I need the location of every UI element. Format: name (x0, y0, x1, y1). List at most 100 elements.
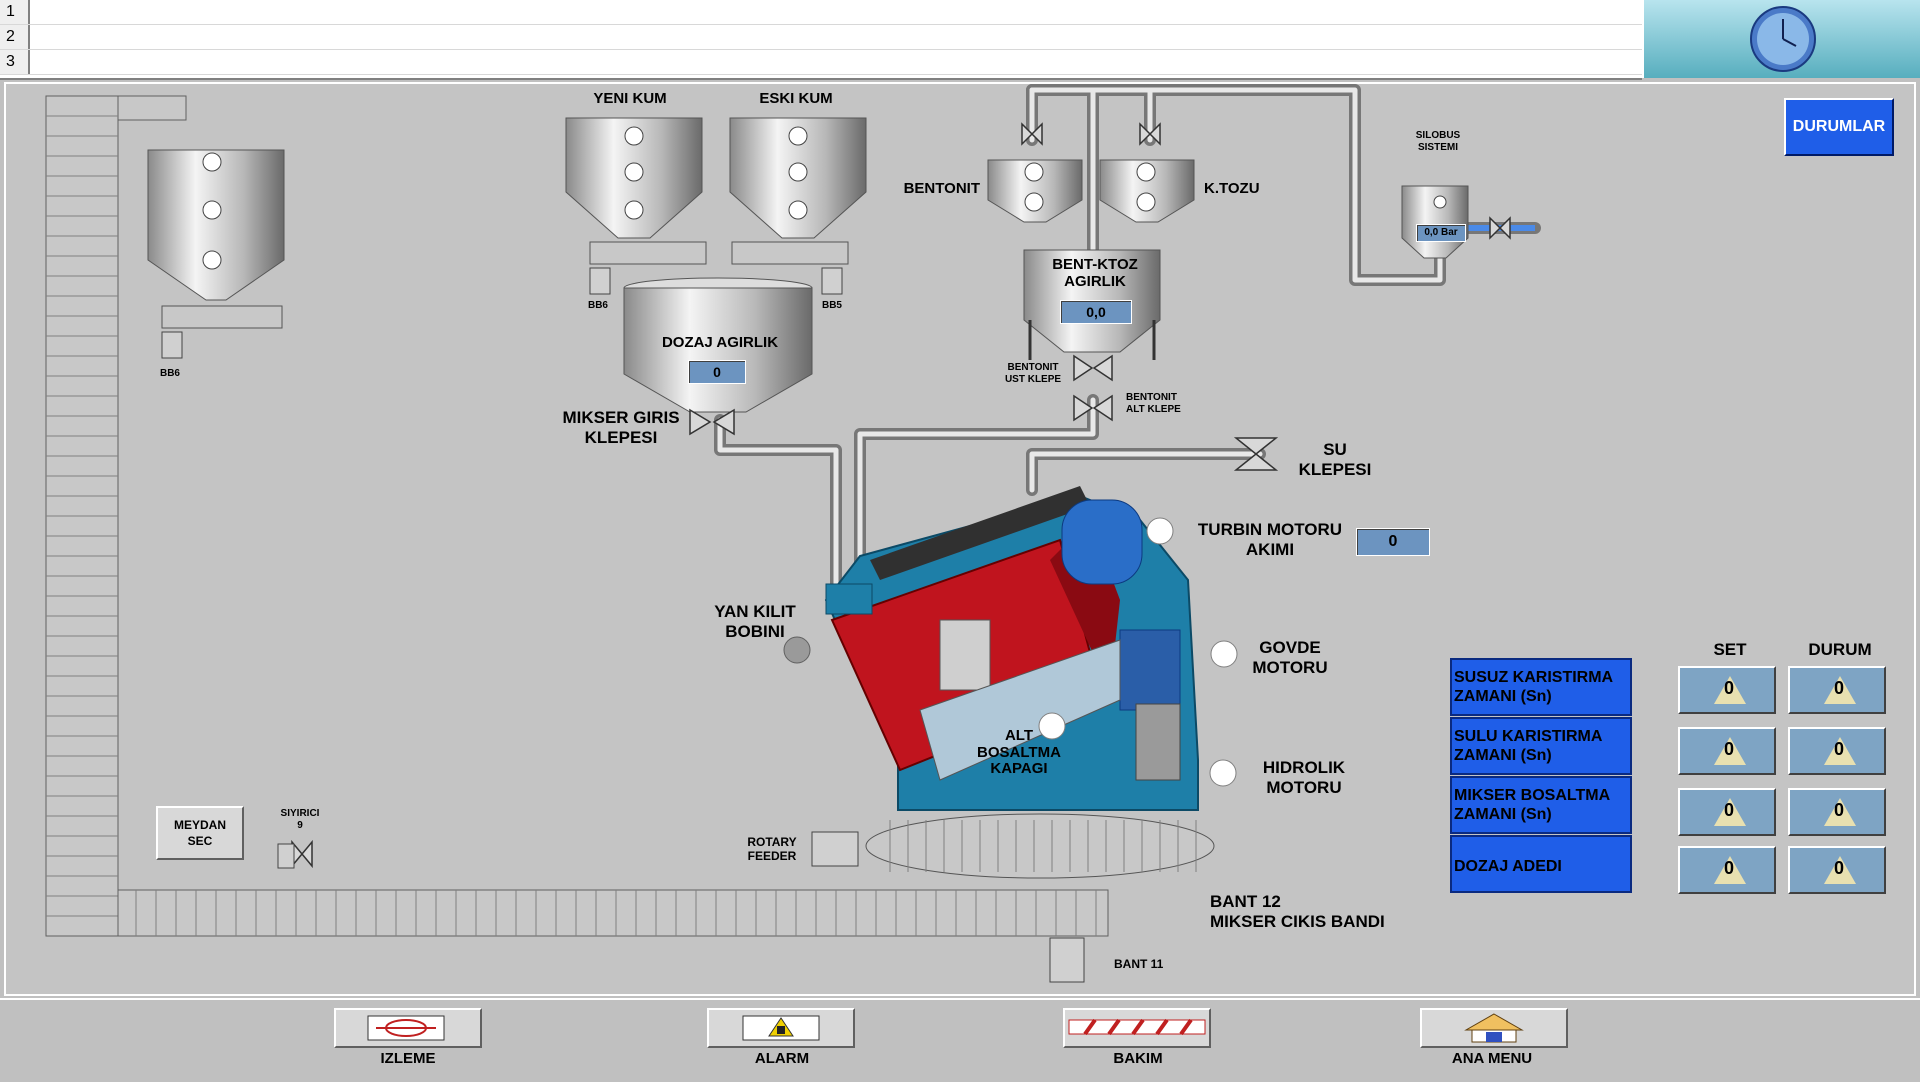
bentonit-ust-klepe-label: BENTONIT UST KLEPE (1004, 362, 1062, 385)
bentonit-feed-valve-icon[interactable] (1021, 122, 1043, 146)
bent-ktoz-agirlik-label: BENT-KTOZ AGIRLIK (1052, 256, 1138, 291)
dozaj-adedi-durum-display: 0 (1788, 846, 1886, 894)
siyirici-valve-icon[interactable] (291, 839, 313, 869)
silobus-label: SILOBUS SISTEMI (1415, 130, 1461, 153)
mikser-bosaltma-set-input[interactable]: 0 (1678, 788, 1776, 836)
warning-icon (1714, 798, 1746, 826)
navigation-bar: IZLEME ALARM BAKIM ANA MENU (0, 998, 1920, 1082)
siyirici-label: SIYIRICI 9 (280, 808, 320, 831)
alarm-button[interactable] (707, 1008, 855, 1048)
maintenance-icon (1068, 1018, 1206, 1036)
susuz-karistirma-label: SUSUZ KARISTIRMA ZAMANI (Sn) (1450, 658, 1632, 716)
bb6-left-label: BB6 (159, 368, 180, 379)
silobus-pressure-display: 0,0 Bar (1416, 224, 1466, 242)
bentonit-label: BENTONIT (903, 180, 980, 197)
home-icon (1464, 1013, 1524, 1043)
sulu-karistirma-durum-display: 0 (1788, 727, 1886, 775)
mikser-giris-klepesi-label: MIKSER GIRIS KLEPESI (562, 408, 680, 447)
clock-panel (1642, 0, 1920, 78)
hopper-bentonit (987, 159, 1083, 223)
warning-icon (1714, 676, 1746, 704)
izleme-button[interactable] (334, 1008, 482, 1048)
durum-column-header: DURUM (1808, 640, 1872, 659)
durumlar-button[interactable]: DURUMLAR (1784, 98, 1894, 156)
alarm-line-number: 2 (0, 25, 30, 49)
govde-motoru-label: GOVDE MOTORU (1252, 638, 1328, 677)
silo-yeni-kum (565, 117, 707, 265)
bant11-label: BANT 11 (1114, 957, 1164, 971)
ktozu-label: K.TOZU (1204, 180, 1260, 197)
susuz-karistirma-durum-display: 0 (1788, 666, 1886, 714)
ana-menu-button[interactable] (1420, 1008, 1568, 1048)
turbin-current-display: 0 (1356, 528, 1430, 556)
dozaj-weigh-hopper (623, 277, 813, 413)
alarm-line-3[interactable]: 3 (0, 50, 1642, 75)
bent-ktoz-weight-display: 0,0 (1060, 300, 1132, 324)
set-column-header: SET (1713, 640, 1747, 659)
hidrolik-motoru-label: HIDROLIK MOTORU (1262, 758, 1346, 797)
warning-icon (1824, 676, 1856, 704)
govde-motor-status-indicator (1210, 640, 1238, 668)
warning-icon (1714, 737, 1746, 765)
ktozu-feed-valve-icon[interactable] (1139, 122, 1161, 146)
motor-bb6-icon[interactable] (589, 267, 611, 295)
warning-icon (1824, 856, 1856, 884)
bb5-label: BB5 (821, 300, 842, 311)
alarm-label: ALARM (754, 1050, 810, 1067)
bentonit-alt-valve-icon[interactable] (1073, 394, 1113, 422)
siyirici-motor-icon[interactable] (277, 843, 295, 869)
meydan-sec-button[interactable]: MEYDAN SEC (156, 806, 244, 860)
bakim-label: BAKIM (1113, 1050, 1163, 1067)
silo-left (147, 149, 285, 329)
bentonit-ust-valve-icon[interactable] (1073, 354, 1113, 382)
ana-menu-label: ANA MENU (1451, 1050, 1533, 1067)
warning-icon (1824, 798, 1856, 826)
dozaj-agirlik-label: DOZAJ AGIRLIK (661, 334, 779, 351)
monitor-icon (367, 1015, 445, 1041)
izleme-label: IZLEME (380, 1050, 436, 1067)
dozaj-adedi-label: DOZAJ ADEDI (1450, 835, 1632, 893)
bant12-label: BANT 12 MIKSER CIKIS BANDI (1210, 892, 1385, 931)
alarm-icon (742, 1015, 820, 1041)
rotary-feeder (865, 813, 1215, 879)
sulu-karistirma-label: SULU KARISTIRMA ZAMANI (Sn) (1450, 717, 1632, 775)
alarm-line-number: 3 (0, 50, 30, 74)
horizontal-belt-bant11 (117, 889, 1109, 937)
mikser-bosaltma-label: MIKSER BOSALTMA ZAMANI (Sn) (1450, 776, 1632, 834)
motor-bb5-icon[interactable] (821, 267, 843, 295)
yeni-kum-label: YENI KUM (593, 90, 667, 107)
clock-icon (1750, 6, 1816, 72)
silobus-outlet-valve-icon[interactable] (1489, 216, 1511, 240)
dozaj-adedi-set-input[interactable]: 0 (1678, 846, 1776, 894)
susuz-karistirma-set-input[interactable]: 0 (1678, 666, 1776, 714)
alarm-line-2[interactable]: 2 (0, 25, 1642, 50)
mikser-giris-valve-icon[interactable] (689, 408, 735, 436)
alt-bosaltma-kapagi-label: ALT BOSALTMA KAPAGI (977, 727, 1061, 777)
alarm-line-1[interactable]: 1 (0, 0, 1642, 25)
alt-bosaltma-status-indicator (1038, 712, 1066, 740)
turbin-motor-status-indicator (1146, 517, 1174, 545)
silobus-tank (1401, 185, 1469, 259)
rotary-feeder-motor-icon[interactable] (811, 831, 859, 867)
su-klepesi-valve-icon[interactable] (1233, 437, 1279, 471)
warning-icon (1824, 737, 1856, 765)
bakim-button[interactable] (1063, 1008, 1211, 1048)
rotary-feeder-label: ROTARY FEEDER (747, 835, 797, 863)
warning-icon (1714, 856, 1746, 884)
hopper-ktozu (1099, 159, 1195, 223)
mixer-machine (824, 486, 1199, 811)
mikser-bosaltma-durum-display: 0 (1788, 788, 1886, 836)
alarm-message-list: 1 2 3 (0, 0, 1642, 80)
silo-eski-kum (729, 117, 867, 265)
su-klepesi-label: SU KLEPESI (1298, 440, 1372, 479)
sulu-karistirma-set-input[interactable]: 0 (1678, 727, 1776, 775)
alarm-line-number: 1 (0, 0, 30, 24)
yan-kilit-status-indicator (783, 636, 811, 664)
hidrolik-motor-status-indicator (1209, 759, 1237, 787)
bentonit-alt-klepe-label: BENTONIT ALT KLEPE (1126, 392, 1181, 415)
motor-bant11-icon[interactable] (1049, 937, 1085, 983)
yan-kilit-bobini-label: YAN KILIT BOBINI (714, 602, 796, 641)
bb6-label: BB6 (587, 300, 608, 311)
dozaj-weight-display: 0 (688, 360, 746, 384)
motor-bb6-left-icon[interactable] (161, 331, 183, 359)
